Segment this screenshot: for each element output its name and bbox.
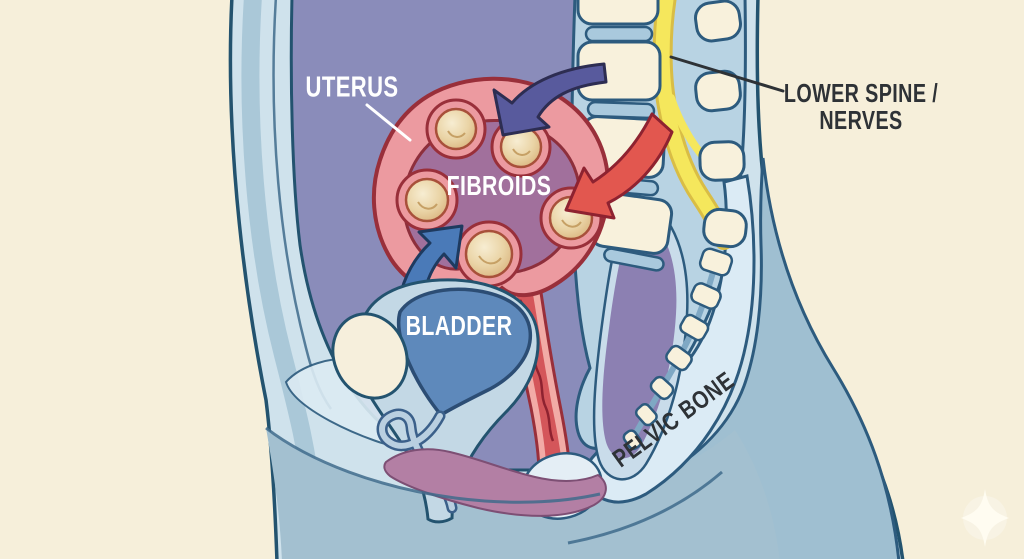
coccyx-chain: [622, 247, 734, 451]
spinous-processes: [694, 0, 748, 249]
thigh-tissue: [266, 428, 780, 559]
fibroid: [395, 168, 459, 232]
groin-seam: [265, 426, 601, 504]
curved-arrow-red-icon: [564, 112, 674, 220]
bladder-label: BLADDER: [405, 310, 513, 341]
lower-spine-nerves-label: LOWER SPINE / NERVES: [784, 80, 938, 134]
fibroids-label: FIBROIDS: [446, 170, 552, 201]
uterus-label: UTERUS: [305, 71, 399, 104]
nerve-leader-line: [669, 55, 785, 93]
pubic-bone: [331, 312, 409, 400]
buttock-seam: [567, 470, 723, 545]
fibroid: [425, 98, 487, 160]
vulva-perineum: [383, 448, 607, 517]
curved-arrow-purple-icon: [492, 62, 608, 137]
bladder: [396, 287, 533, 418]
lower-spine-label-line2: NERVES: [819, 105, 903, 135]
lower-spine-label-line1: LOWER SPINE /: [783, 78, 939, 108]
uterus-leader-line: [365, 103, 412, 142]
sparkle-icon: [961, 489, 1009, 547]
fibroid: [455, 220, 523, 288]
